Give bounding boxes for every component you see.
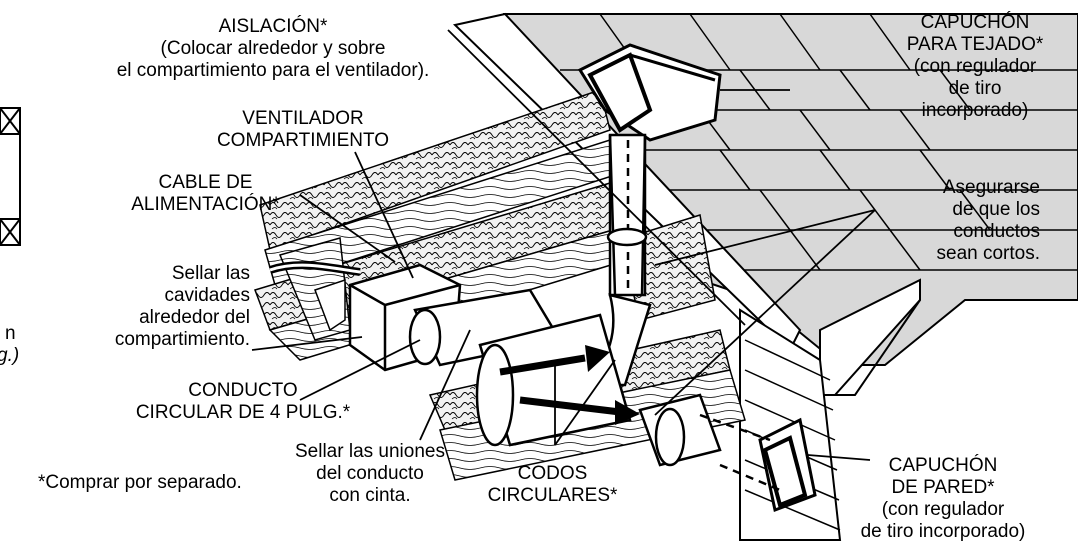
wall-cap-line-3: (con regulador bbox=[881, 499, 1005, 520]
insulation-note-line-2: el compartimiento para el ventilador). bbox=[116, 60, 430, 81]
elbows-line-2: CIRCULARES* bbox=[487, 485, 618, 506]
label-elbows: CODOS CIRCULARES* bbox=[465, 463, 640, 507]
left-edge-box bbox=[0, 107, 21, 246]
elbows-line-1: CODOS bbox=[517, 463, 588, 484]
purchase-separately-note: *Comprar por separado. bbox=[38, 472, 242, 493]
short-ducts-line-2: de que los bbox=[952, 199, 1040, 220]
label-short-ducts: Asegurarse de que los conductos sean cor… bbox=[888, 177, 1041, 265]
seal-cavities-line-3: alrededor del bbox=[139, 307, 250, 328]
insulation-title: AISLACIÓN* bbox=[218, 16, 328, 37]
edge-fragment-1: n bbox=[5, 323, 16, 344]
seal-joints-line-1: Sellar las uniones bbox=[295, 441, 445, 462]
roof-cap-line-5: incorporado) bbox=[921, 100, 1029, 121]
roof-cap-line-2: PARA TEJADO* bbox=[906, 34, 1044, 55]
short-ducts-line-1: Asegurarse bbox=[942, 177, 1040, 198]
roof-cap-line-4: de tiro bbox=[948, 78, 1002, 99]
fan-housing-line-1: VENTILADOR bbox=[242, 108, 364, 129]
short-ducts-line-4: sean cortos. bbox=[936, 243, 1041, 264]
label-seal-joints: Sellar las uniones del conducto con cint… bbox=[275, 441, 465, 507]
label-roof-cap: CAPUCHÓN PARA TEJADO* (con regulador de … bbox=[880, 12, 1070, 122]
label-fan-housing: VENTILADOR COMPARTIMIENTO bbox=[183, 108, 423, 152]
round-duct-line-2: CIRCULAR DE 4 PULG.* bbox=[135, 402, 351, 423]
insulation-note-line-1: (Colocar alrededor y sobre bbox=[160, 38, 386, 59]
power-cable-line-1: CABLE DE bbox=[158, 172, 253, 193]
wall-cap-line-4: de tiro incorporado) bbox=[860, 521, 1026, 542]
label-round-duct: CONDUCTO CIRCULAR DE 4 PULG.* bbox=[128, 380, 358, 424]
seal-cavities-line-4: compartimiento. bbox=[114, 329, 250, 350]
leader-lines bbox=[251, 29, 876, 461]
roof-cap-line-3: (con regulador bbox=[913, 56, 1037, 77]
seal-cavities-line-1: Sellar las bbox=[171, 263, 250, 284]
roof-cap bbox=[577, 43, 722, 142]
wall-cap-line-2: DE PARED* bbox=[891, 477, 995, 498]
wall-cap-line-1: CAPUCHÓN bbox=[888, 455, 998, 476]
roof-cap-line-1: CAPUCHÓN bbox=[920, 12, 1030, 33]
seal-cavities-line-2: cavidades bbox=[164, 285, 250, 306]
label-insulation: AISLACIÓN* (Colocar alrededor y sobre el… bbox=[88, 16, 458, 82]
edge-fragment-2: g.) bbox=[0, 345, 20, 366]
fan-housing-line-2: COMPARTIMIENTO bbox=[216, 130, 390, 151]
label-seal-cavities: Sellar las cavidades alrededor del compa… bbox=[110, 263, 250, 351]
wall-cap-dashed-lines bbox=[699, 413, 781, 492]
short-ducts-line-3: conductos bbox=[953, 221, 1040, 242]
label-wall-cap: CAPUCHÓN DE PARED* (con regulador de tir… bbox=[838, 455, 1048, 543]
power-cable-line-2: ALIMENTACIÓN* bbox=[131, 194, 280, 215]
seal-joints-line-2: del conducto bbox=[316, 463, 424, 484]
airflow-arrows bbox=[499, 345, 640, 425]
seal-joints-line-3: con cinta. bbox=[329, 485, 411, 506]
round-duct-line-1: CONDUCTO bbox=[188, 380, 298, 401]
label-power-cable: CABLE DE ALIMENTACIÓN* bbox=[118, 172, 293, 216]
